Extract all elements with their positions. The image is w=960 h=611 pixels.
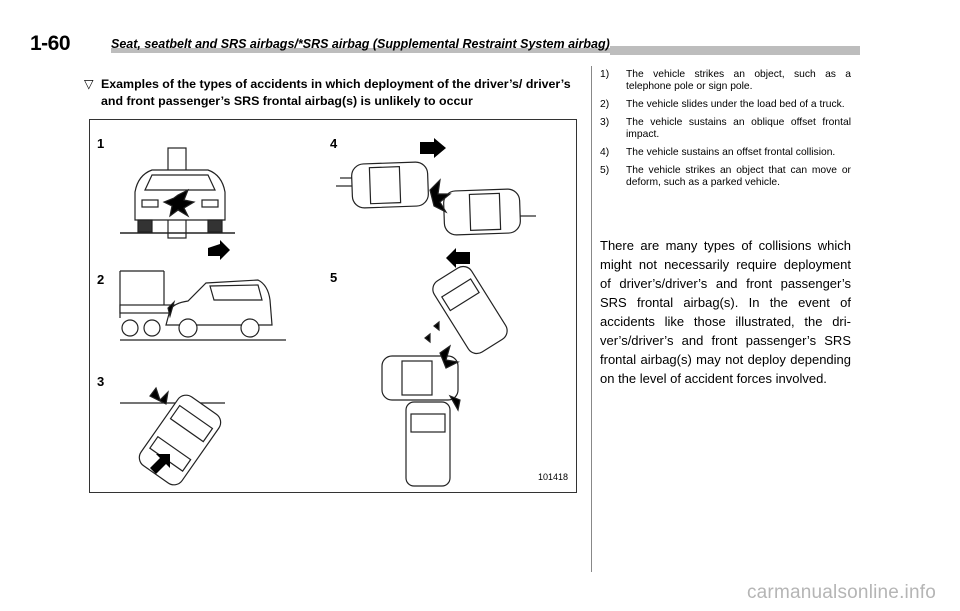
list-item: 3) The vehicle sustains an oblique offset… <box>600 117 851 141</box>
list-item-text: The vehicle slides under the load bed of… <box>626 99 845 110</box>
list-item-number: 3) <box>600 117 610 128</box>
list-item: 2) The vehicle slides under the load bed … <box>600 99 851 111</box>
scene-offset-collision <box>336 138 536 268</box>
list-item-text: The vehicle strikes an object, such as a… <box>626 69 851 92</box>
scene-truck-underride <box>119 240 286 341</box>
figure-label-1: 1 <box>97 136 105 151</box>
chapter-title: Seat, seatbelt and SRS airbags/*SRS airb… <box>111 37 610 51</box>
page-header: 1-60 Seat, seatbelt and SRS airbags/*SRS… <box>30 32 860 58</box>
section-heading: ▽ Examples of the types of accidents in … <box>84 76 578 110</box>
figure-label-5: 5 <box>330 270 338 285</box>
list-item-number: 4) <box>600 147 610 158</box>
figure-id: 101418 <box>537 472 568 482</box>
list-item: 4) The vehicle sustains an offset frontal… <box>600 147 851 159</box>
list-item-text: The vehicle sustains an offset frontal c… <box>626 147 836 158</box>
triangle-marker-icon: ▽ <box>84 77 94 91</box>
header-rule <box>111 48 860 53</box>
page-number: 1-60 <box>30 32 71 55</box>
list-item-number: 2) <box>600 99 610 110</box>
list-item: 5) The vehicle strikes an object that can… <box>600 165 851 189</box>
accident-illustration: 1 2 3 4 5 101418 <box>89 119 577 493</box>
list-item-text: The vehicle strikes an object that can m… <box>626 165 851 188</box>
section-heading-text: Examples of the types of accidents in wh… <box>101 77 571 108</box>
scene-parked-vehicle <box>381 265 508 487</box>
list-item-text: The vehicle sustains an oblique offset f… <box>626 117 851 140</box>
accident-list: 1) The vehicle strikes an object, such as… <box>600 69 851 195</box>
list-item-number: 1) <box>600 69 610 80</box>
scene-pole-impact <box>120 147 235 239</box>
figure-label-3: 3 <box>97 374 105 389</box>
list-item: 1) The vehicle strikes an object, such as… <box>600 69 851 93</box>
body-paragraph: There are many types of collisions which… <box>600 238 851 386</box>
figure-label-4: 4 <box>330 136 338 151</box>
column-divider <box>591 66 592 572</box>
header-rule-thick <box>610 46 860 55</box>
figure-label-2: 2 <box>97 272 105 287</box>
watermark[interactable]: carmanualsonline.info <box>746 582 936 603</box>
list-item-number: 5) <box>600 165 610 176</box>
illustration-drawing <box>119 138 536 487</box>
scene-oblique-impact <box>120 386 225 486</box>
